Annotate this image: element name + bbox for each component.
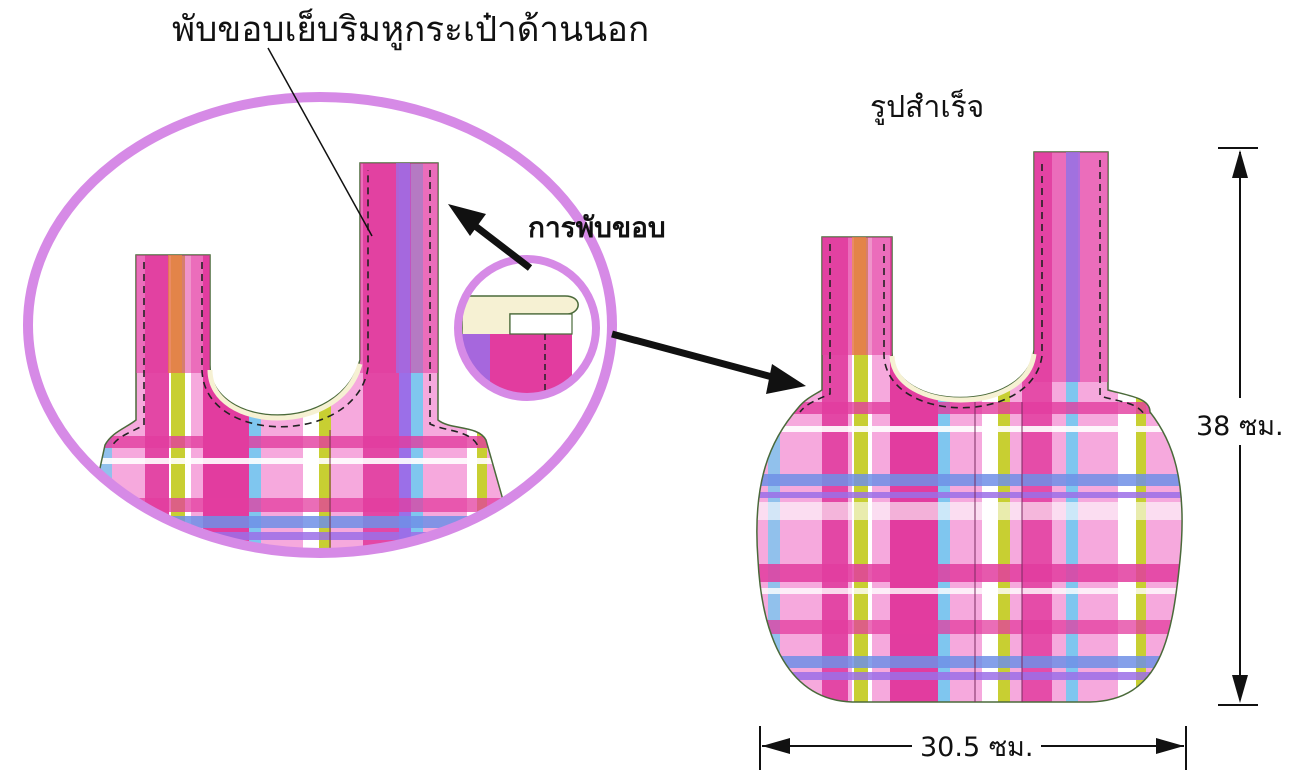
fold-edge-callout-label: พับขอบเย็บริมหูกระเป๋าด้านนอก	[172, 10, 650, 50]
finished-label: รูปสำเร็จ	[870, 90, 985, 125]
height-label: 38 ซม.	[1196, 411, 1284, 442]
fold-detail-circle	[454, 255, 600, 401]
width-label: 30.5 ซม.	[912, 725, 1042, 768]
callout-leader-line	[267, 47, 373, 237]
arrow-to-strap	[448, 204, 533, 271]
height-dimension	[1218, 147, 1258, 706]
closeup-oval	[23, 92, 617, 558]
arrow-to-finished	[611, 330, 806, 394]
fold-detail-label: การพับขอบ	[528, 211, 666, 244]
finished-bag	[756, 151, 1183, 703]
